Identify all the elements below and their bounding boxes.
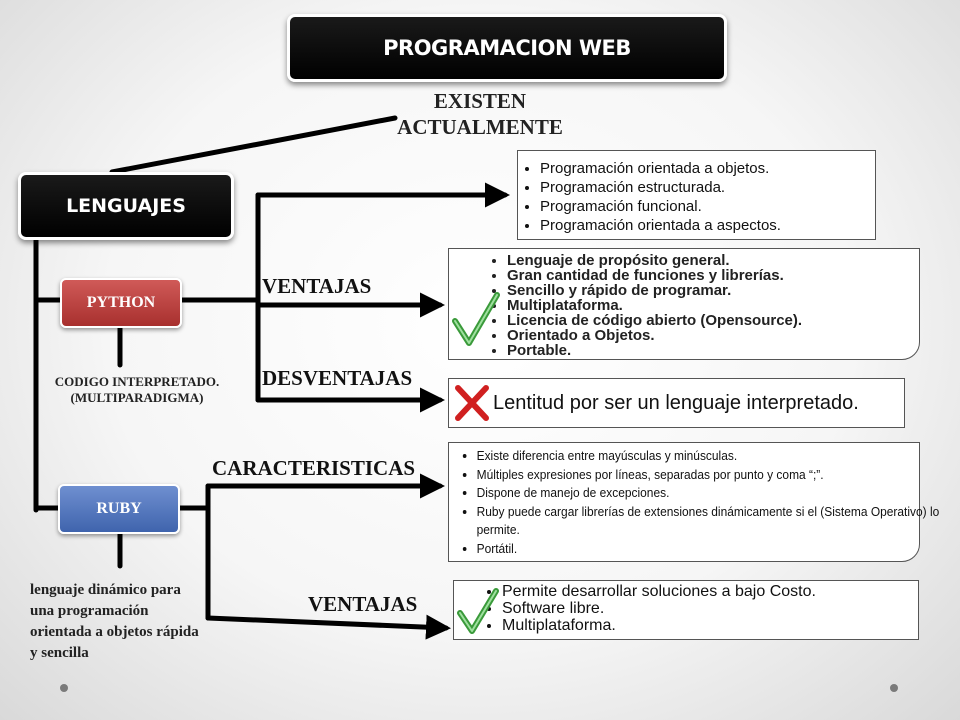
ruby-ventajas-label: VENTAJAS <box>308 592 418 616</box>
python-ventajas-label: VENTAJAS <box>262 274 372 298</box>
list-item: Programación orientada a objetos. <box>540 159 875 178</box>
list-item: Permite desarrollar soluciones a bajo Co… <box>502 583 918 600</box>
check-icon <box>452 292 500 346</box>
ruby-note: lenguaje dinámico para una programación … <box>30 582 199 661</box>
check-icon <box>457 588 499 634</box>
decorative-dot <box>890 684 898 692</box>
ruby-caracteristicas-label: CARACTERISTICAS <box>212 456 416 480</box>
python-ventajas-box: Lenguaje de propósito general. Gran cant… <box>448 248 920 360</box>
list-item: Licencia de código abierto (Opensource). <box>507 313 919 328</box>
ruby-node: RUBY <box>58 484 180 534</box>
python-desventajas-label: DESVENTAJAS <box>262 366 413 390</box>
list-item: Programación orientada a aspectos. <box>540 216 875 235</box>
decorative-dot <box>60 684 68 692</box>
list-item: Múltiples expresiones por líneas, separa… <box>477 466 942 485</box>
ruby-ventajas-box: Permite desarrollar soluciones a bajo Co… <box>453 580 919 640</box>
list-item: Ruby puede cargar librerías de extension… <box>477 503 942 540</box>
list-item: Portátil. <box>477 540 942 559</box>
list-item: Lenguaje de propósito general. <box>507 253 919 268</box>
list-item: Dispone de manejo de excepciones. <box>477 484 942 503</box>
list-item: Software libre. <box>502 600 918 617</box>
page-title: PROGRAMACION WEB <box>287 14 727 82</box>
list-item: Multiplataforma. <box>507 298 919 313</box>
list-item: Orientado a Objetos. <box>507 328 919 343</box>
list-item: Programación estructurada. <box>540 178 875 197</box>
list-item: Portable. <box>507 343 919 358</box>
list-item: Existe diferencia entre mayúsculas y min… <box>477 447 942 466</box>
existen-label: EXISTEN ACTUALMENTE <box>397 89 563 139</box>
python-note: CODIGO INTERPRETADO. (MULTIPARADIGMA) <box>54 374 220 405</box>
cross-icon <box>455 385 489 421</box>
list-item: Sencillo y rápido de programar. <box>507 283 919 298</box>
lenguajes-node: LENGUAJES <box>18 172 234 240</box>
python-desventajas-box: Lentitud por ser un lenguaje interpretad… <box>448 378 905 428</box>
paradigmas-box: Programación orientada a objetos. Progra… <box>517 150 876 240</box>
ruby-caracteristicas-box: Existe diferencia entre mayúsculas y min… <box>448 442 939 562</box>
list-item: Gran cantidad de funciones y librerías. <box>507 268 919 283</box>
list-item: Programación funcional. <box>540 197 875 216</box>
list-item: Multiplataforma. <box>502 617 918 634</box>
desventaja-text: Lentitud por ser un lenguaje interpretad… <box>493 392 859 414</box>
python-node: PYTHON <box>60 278 182 328</box>
